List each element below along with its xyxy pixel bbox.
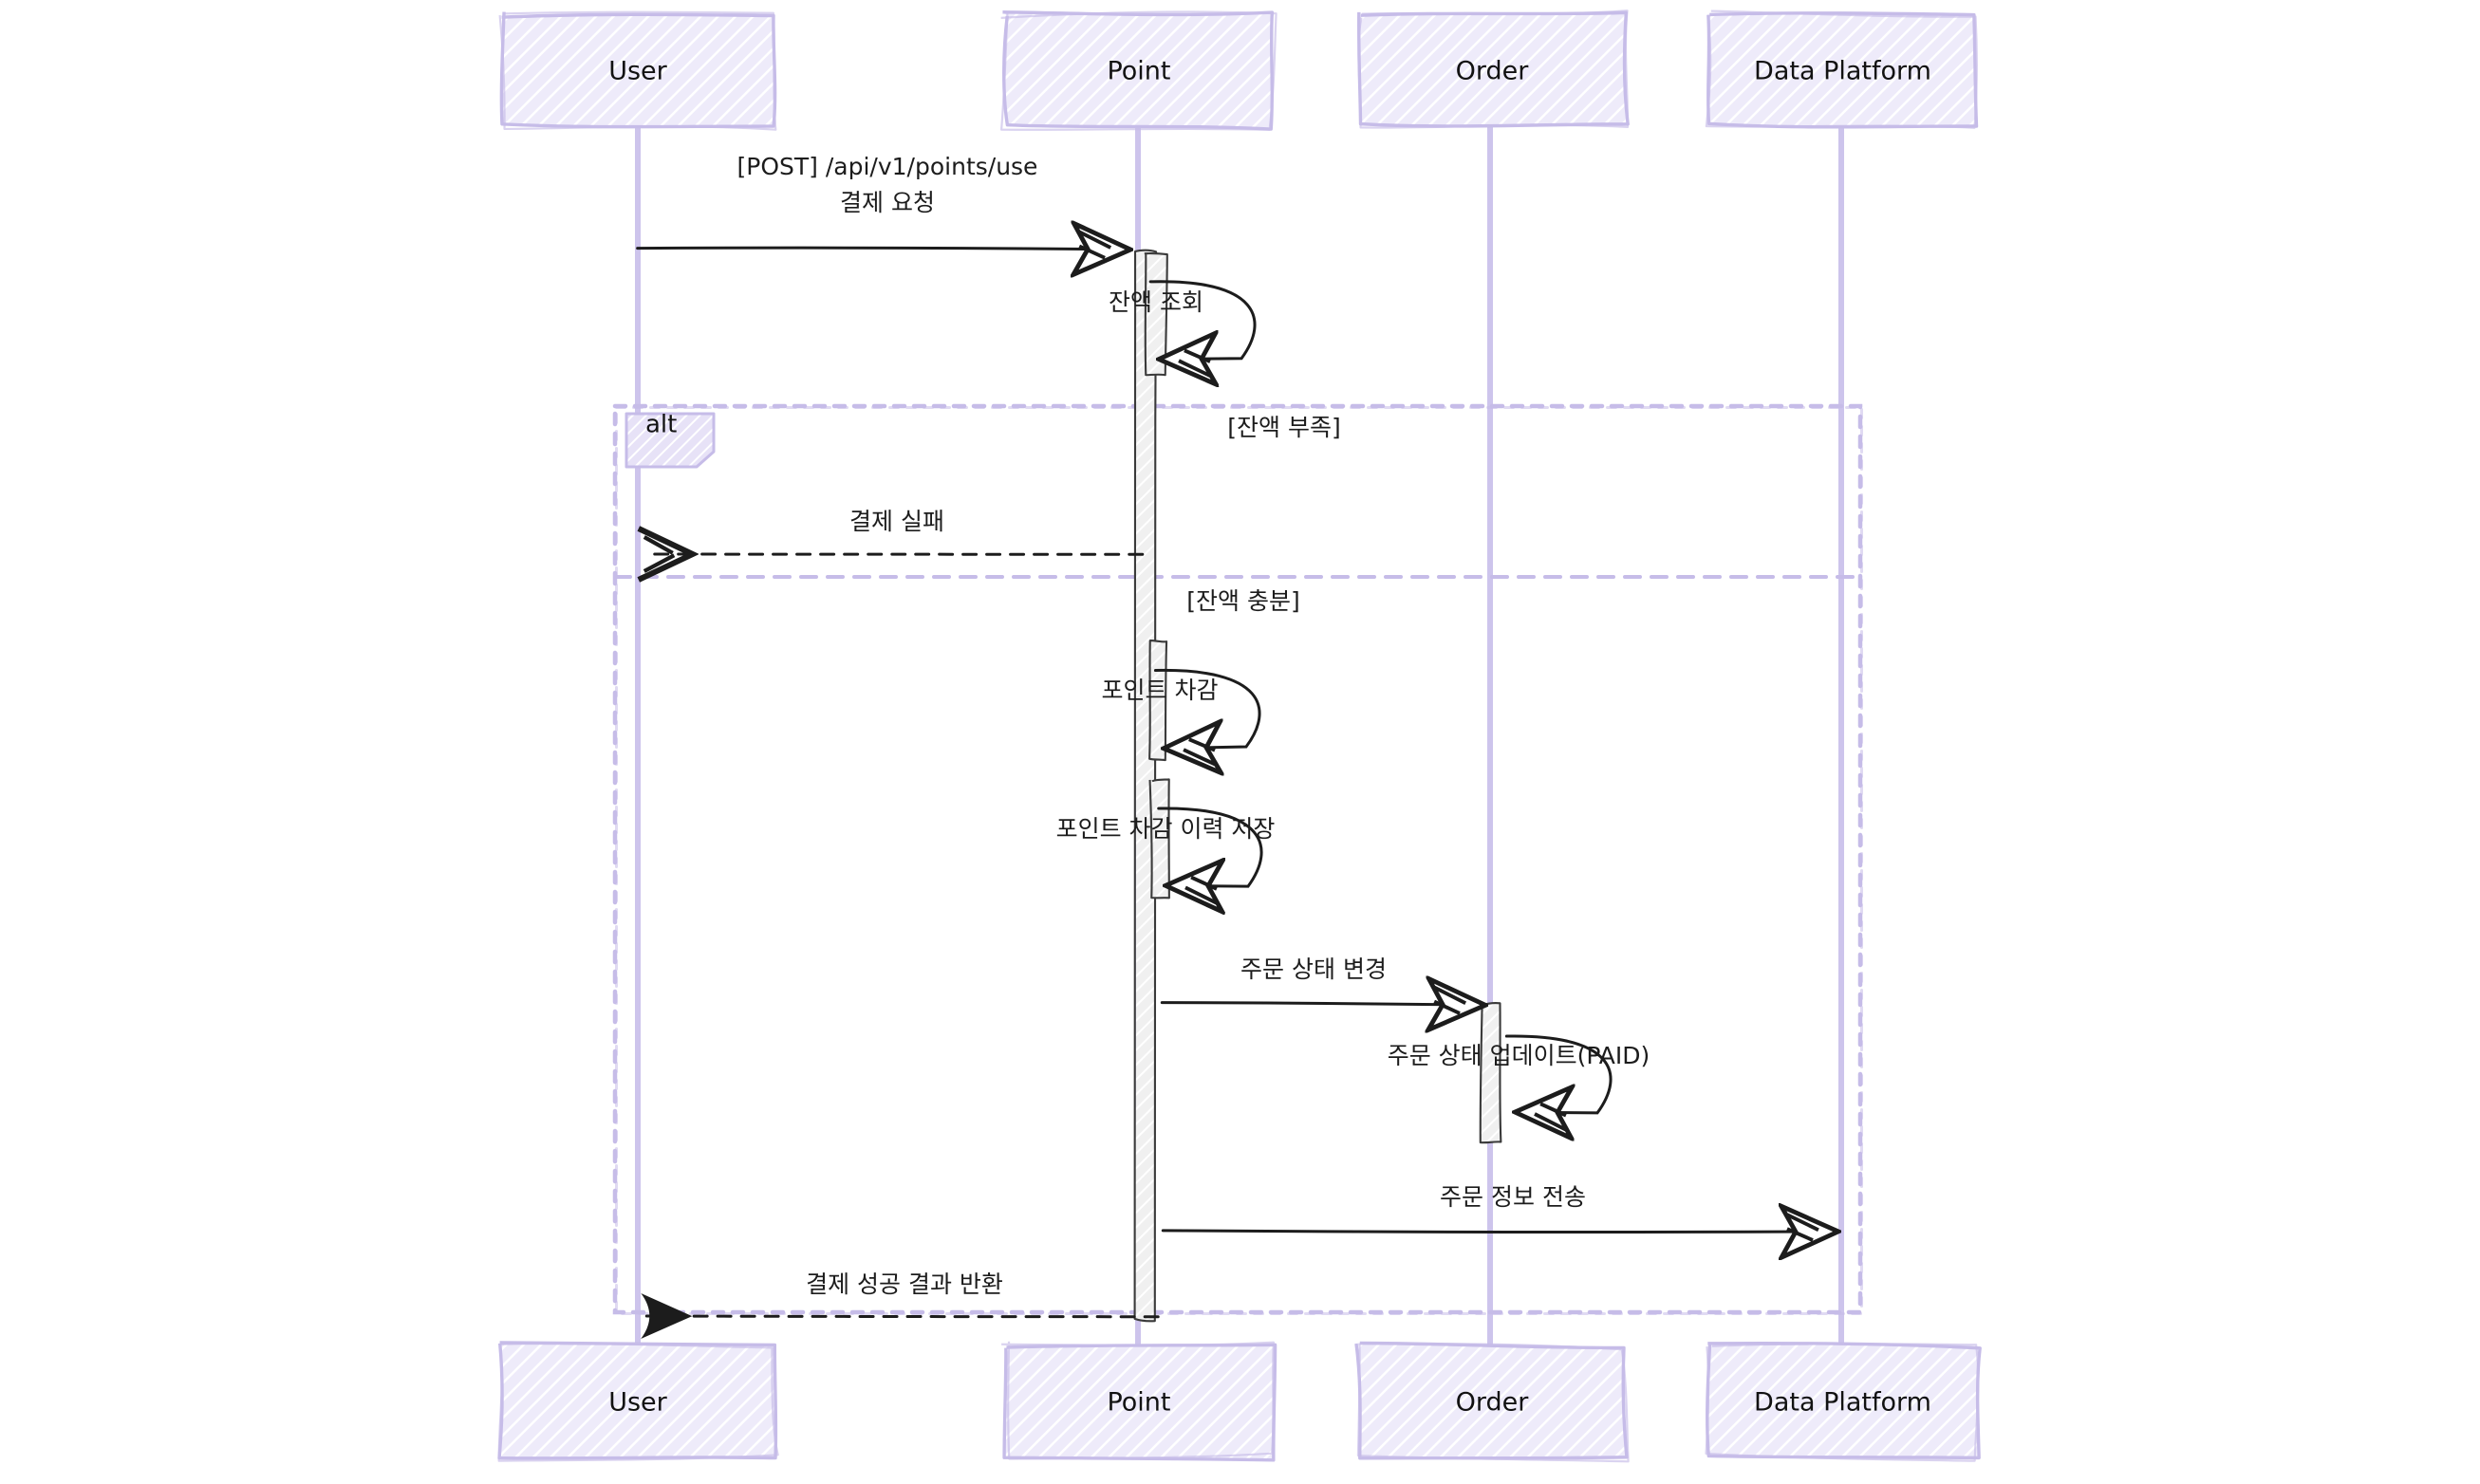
message-label: [POST] /api/v1/points/use [737,153,1038,180]
participant-user-top[interactable]: User [498,10,777,131]
participant-label: Point [1107,57,1170,86]
message-m4: 포인트 차감 [1102,669,1261,748]
self-message-arrow [1153,669,1261,748]
message-m2: 잔액 조회 [1109,280,1257,360]
message-m6: 주문 상태 변경 [1160,955,1480,1006]
activation-a-order-update [1479,1002,1502,1144]
fragments-layer: [잔액 부족] [잔액 충분] alt [612,403,1863,1315]
message-label: 포인트 차감 이력 저장 [1056,815,1276,843]
message-label: 결제 실패 [849,508,944,535]
fragment-alt-balance: [잔액 부족] [잔액 충분] alt [612,403,1863,1315]
participant-platform-top[interactable]: Data Platform [1705,9,1979,129]
participant-user-bottom[interactable]: User [497,1341,779,1462]
message-m5: 포인트 차감 이력 저장 [1056,807,1276,886]
message-label: 주문 상태 변경 [1240,955,1387,983]
participant-order-top[interactable]: Order [1357,9,1630,129]
participant-label: User [608,1388,667,1418]
participant-label: Order [1456,1388,1530,1418]
message-label: 주문 상태 업데이트(PAID) [1388,1042,1650,1069]
participant-label: Point [1107,1388,1170,1418]
self-message-arrow [1148,280,1257,360]
self-message-arrow [1157,807,1263,886]
participant-point-top[interactable]: Point [1000,10,1277,131]
fragment-kind-label: alt [645,411,677,439]
message-arrow [1160,1003,1480,1006]
participant-platform-bottom[interactable]: Data Platform [1705,1342,1982,1462]
participant-order-bottom[interactable]: Order [1354,1341,1630,1463]
message-label: 결제 요청 [840,189,935,216]
message-m9: 결제 성공 결과 반환 [641,1271,1160,1339]
participant-label: Data Platform [1754,57,1931,86]
message-m3: 결제 실패 [644,508,1145,554]
message-m8: 주문 정보 전송 [1161,1183,1833,1233]
message-arrow [641,1292,1160,1339]
message-m1: [POST] /api/v1/points/use 결제 요청 [636,153,1126,250]
participant-point-bottom[interactable]: Point [1001,1341,1277,1462]
message-label: 잔액 조회 [1109,288,1203,316]
message-arrow [1161,1231,1833,1233]
self-message-arrow [1504,1034,1613,1113]
lifelines-layer [635,123,1844,1348]
message-arrow [636,248,1126,250]
participant-label: User [608,57,667,86]
fragment-condition-label: [잔액 충분] [1186,587,1299,615]
message-label: 결제 성공 결과 반환 [806,1271,1003,1298]
participant-label: Data Platform [1754,1388,1931,1418]
message-m7: 주문 상태 업데이트(PAID) [1388,1034,1650,1113]
activation-a-point-outer [1133,249,1158,1323]
fragment-condition-label: [잔액 부족] [1227,414,1340,441]
message-label: 포인트 차감 [1102,677,1219,704]
participant-label: Order [1456,57,1530,86]
message-label: 주문 정보 전송 [1440,1183,1586,1211]
activations-layer [1133,249,1502,1323]
